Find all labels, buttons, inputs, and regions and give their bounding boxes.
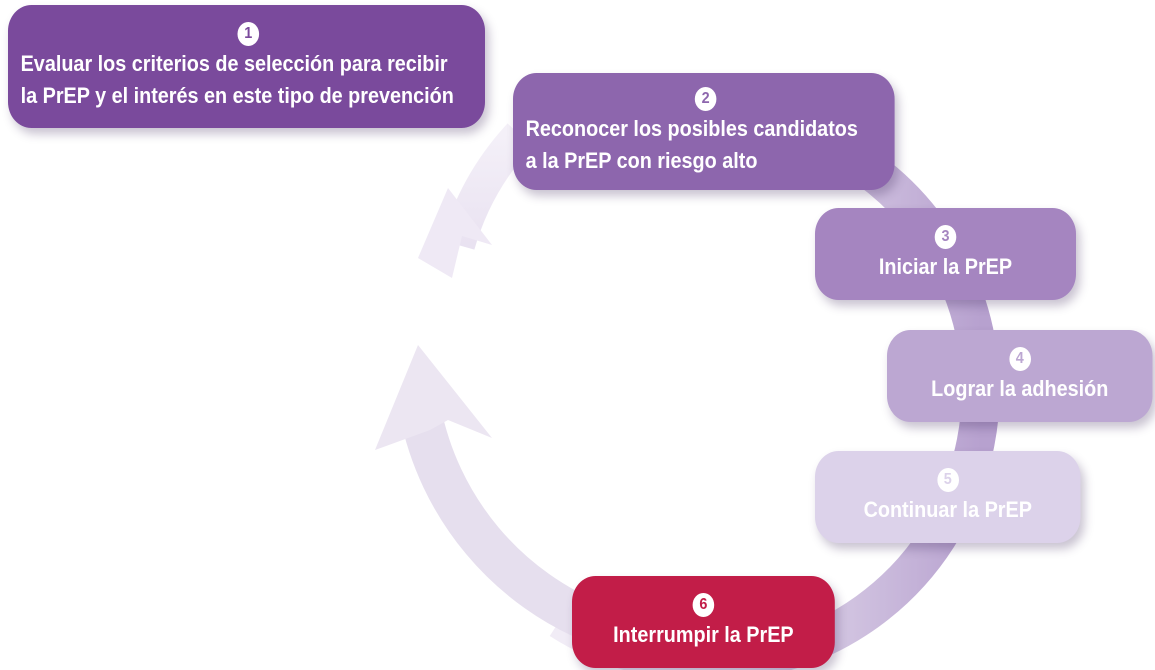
arrowhead-upper-icon <box>418 188 492 278</box>
step-1-number: 1 <box>237 22 260 47</box>
step-1-line-2: la PrEP y el interés en este tipo de pre… <box>20 82 454 108</box>
step-6-number: 6 <box>692 593 715 618</box>
step-4-box: 4 Lograr la adhesión <box>887 330 1153 422</box>
step-1-line-1: Evaluar los criterios de selección para … <box>20 51 448 77</box>
cycle-ring-lower-left <box>399 405 608 645</box>
step-1-box: 1 Evaluar los criterios de selección par… <box>8 5 485 128</box>
step-2-box: 2 Reconocer los posibles candidatos a la… <box>513 73 895 190</box>
step-2-line-2: a la PrEP con riesgo alto <box>525 147 758 173</box>
step-4-number: 4 <box>1008 347 1031 372</box>
step-3-box: 3 Iniciar la PrEP <box>815 208 1076 300</box>
step-5-number: 5 <box>936 468 959 493</box>
step-5-box: 5 Continuar la PrEP <box>815 451 1081 543</box>
arrowhead-lower-icon <box>375 345 492 450</box>
step-6-box: 6 Interrumpir la PrEP <box>572 576 835 668</box>
step-2-number: 2 <box>694 87 717 112</box>
step-4-line-1: Lograr la adhesión <box>931 376 1109 402</box>
step-5-line-1: Continuar la PrEP <box>863 497 1032 523</box>
step-2-line-1: Reconocer los posibles candidatos <box>525 116 858 142</box>
step-3-line-1: Iniciar la PrEP <box>878 254 1013 280</box>
step-3-number: 3 <box>934 225 957 250</box>
step-6-line-1: Interrumpir la PrEP <box>613 622 794 648</box>
